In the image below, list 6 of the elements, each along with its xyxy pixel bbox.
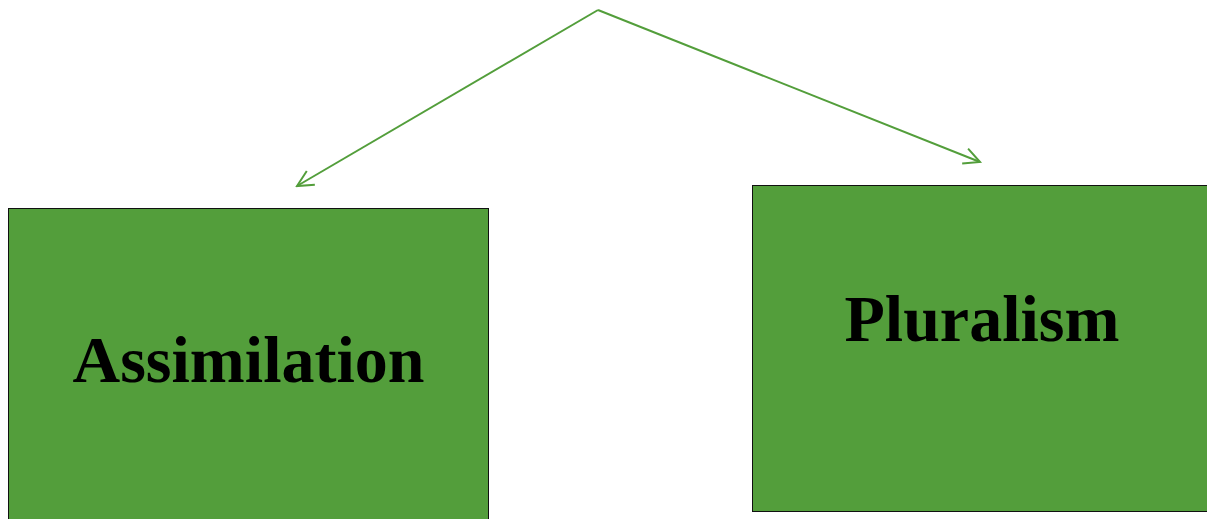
box-title: Assimilation: [72, 322, 425, 398]
box-title: Pluralism: [844, 280, 1120, 357]
concept-box: [752, 185, 1207, 512]
concept-box: [8, 208, 489, 519]
arrow: [597, 9, 981, 165]
arrow: [296, 9, 599, 187]
